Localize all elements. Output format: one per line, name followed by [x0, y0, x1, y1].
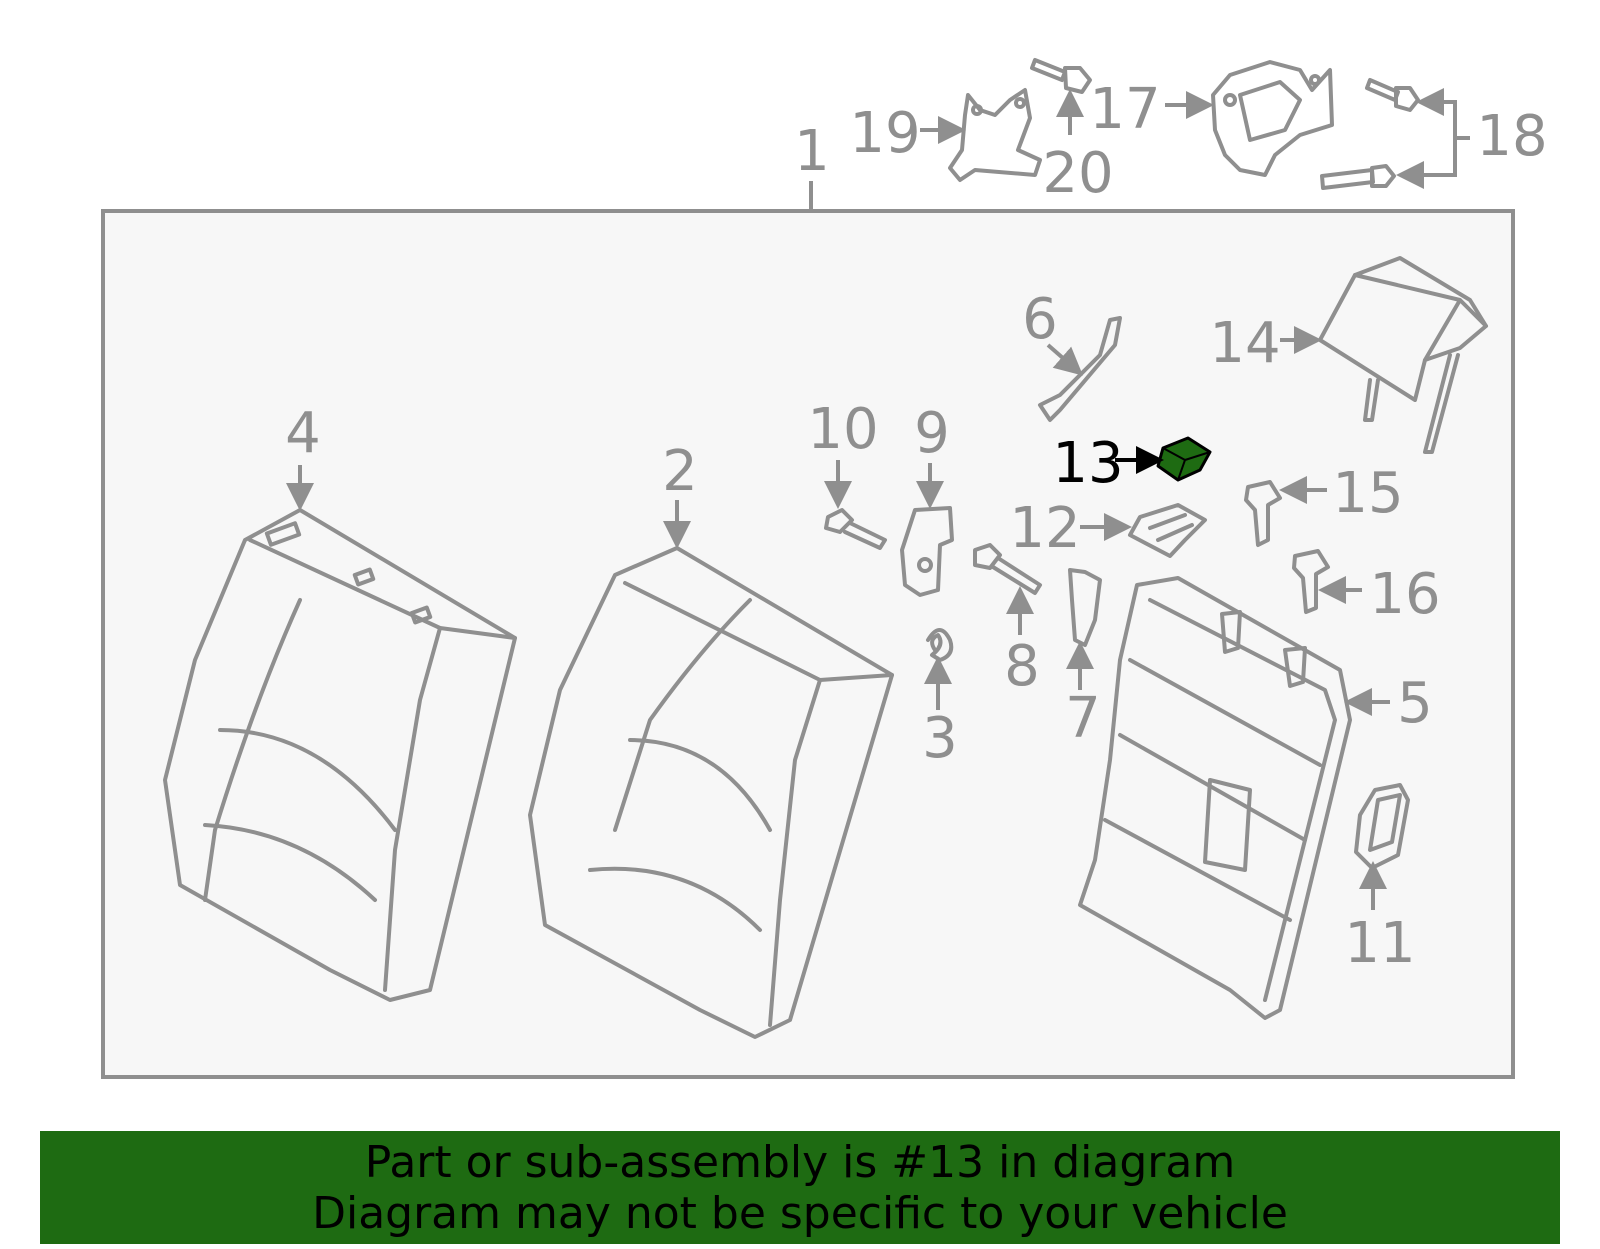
part-7-latch	[1068, 568, 1102, 647]
part-10-bolt	[824, 508, 887, 550]
callout-17: 17	[1089, 77, 1160, 142]
callout-11: 11	[1344, 911, 1415, 976]
callout-7: 7	[1065, 686, 1101, 751]
part-4-seat-back-cover	[163, 508, 517, 1002]
callout-10: 10	[807, 397, 878, 462]
callout-15: 15	[1332, 461, 1403, 526]
part-2-seat-back-pad	[528, 546, 894, 1039]
part-20-bolt	[1030, 58, 1092, 94]
banner-line-1: Part or sub-assembly is #13 in diagram	[364, 1137, 1236, 1188]
callout-4: 4	[285, 401, 321, 466]
part-9-bracket	[900, 506, 954, 597]
info-banner: Part or sub-assembly is #13 in diagram D…	[40, 1131, 1560, 1244]
part-6-trim-strip	[1038, 316, 1122, 422]
callout-13: 13	[1052, 431, 1123, 496]
part-17-hinge	[1211, 60, 1334, 177]
callout-5: 5	[1397, 671, 1433, 736]
callout-19: 19	[849, 101, 920, 166]
part-14-headrest	[1318, 256, 1488, 454]
callout-3: 3	[922, 706, 958, 771]
callout-16: 16	[1369, 562, 1440, 627]
part-15-guide	[1244, 480, 1282, 547]
banner-line-2: Diagram may not be specific to your vehi…	[312, 1188, 1288, 1239]
part-5-seat-back-frame	[1078, 576, 1352, 1020]
callout-14: 14	[1209, 311, 1280, 376]
callout-20: 20	[1042, 141, 1113, 206]
callout-1: 1	[794, 119, 830, 184]
callout-12: 12	[1009, 496, 1080, 561]
callout-8: 8	[1004, 634, 1040, 699]
part-18-bolts	[1320, 78, 1420, 190]
part-19-bracket	[948, 88, 1042, 182]
part-16-guide	[1292, 549, 1330, 614]
part-8-bolt	[973, 543, 1042, 595]
leader-arrows	[286, 88, 1470, 910]
callout-2: 2	[662, 439, 698, 504]
callout-6: 6	[1022, 287, 1058, 352]
callout-9: 9	[914, 401, 950, 466]
assembly-box	[101, 209, 1515, 1079]
callout-18: 18	[1476, 104, 1547, 169]
part-13-cover-highlighted	[1156, 436, 1212, 482]
